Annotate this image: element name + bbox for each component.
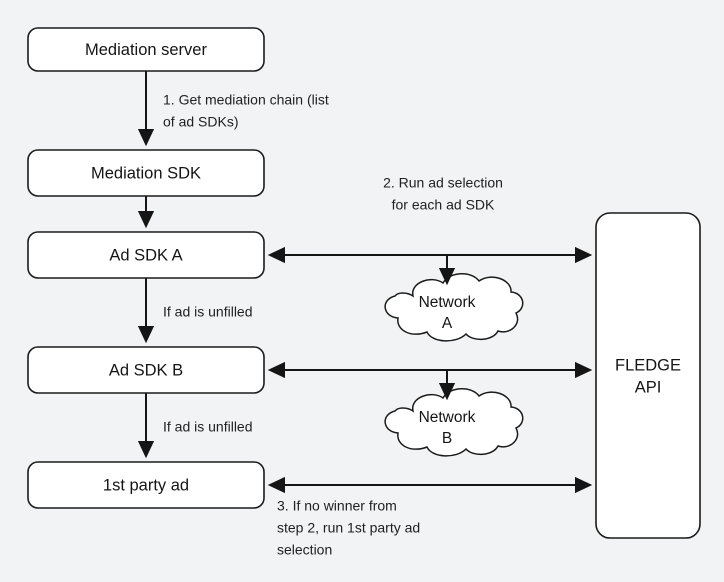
node-network-a-cloud[interactable]: Network A: [384, 273, 524, 342]
node-network-a-label-line2: A: [442, 315, 453, 332]
node-fledge-api-label-line2: API: [635, 378, 662, 396]
node-first-party-ad-label: 1st party ad: [103, 476, 189, 494]
edge-label-step3: 3. If no winner from step 2, run 1st par…: [277, 498, 420, 558]
node-network-b-cloud[interactable]: Network B: [384, 388, 524, 457]
node-first-party-ad[interactable]: 1st party ad: [27, 461, 265, 509]
edge-label-step2-line2: for each ad SDK: [392, 197, 495, 213]
node-ad-sdk-b-label: Ad SDK B: [109, 361, 183, 379]
node-network-a-cloud-shape: [384, 273, 524, 342]
edge-label-step2-line1: 2. Run ad selection: [383, 175, 503, 191]
edge-label-step3-line3: selection: [277, 542, 332, 558]
node-first-party-ad-shape: [27, 461, 265, 509]
edge-label-step1-line2: of ad SDKs): [163, 114, 238, 130]
node-network-b-label-line1: Network: [419, 409, 476, 426]
edge-label-step1: 1. Get mediation chain (list of ad SDKs): [163, 92, 329, 130]
node-fledge-api[interactable]: FLEDGE API: [595, 212, 701, 539]
node-network-b-label-line2: B: [442, 430, 452, 447]
node-mediation-server[interactable]: Mediation server: [27, 27, 265, 72]
node-mediation-sdk[interactable]: Mediation SDK: [27, 149, 265, 197]
node-mediation-sdk-label: Mediation SDK: [91, 164, 201, 182]
edge-label-step1-line1: 1. Get mediation chain (list: [163, 92, 329, 108]
node-mediation-server-label: Mediation server: [85, 41, 207, 59]
node-network-a-label-line1: Network: [419, 294, 476, 311]
edge-label-step3-line1: 3. If no winner from: [277, 498, 397, 514]
node-fledge-api-shape: [595, 212, 701, 539]
node-ad-sdk-a[interactable]: Ad SDK A: [27, 231, 265, 279]
edge-label-step3-line2: step 2, run 1st party ad: [277, 520, 420, 536]
node-ad-sdk-a-label: Ad SDK A: [109, 246, 182, 264]
edge-label-unfilled-a: If ad is unfilled: [163, 304, 253, 320]
edge-label-step2: 2. Run ad selection for each ad SDK: [383, 175, 503, 213]
node-network-b-cloud-shape: [384, 388, 524, 457]
node-ad-sdk-b[interactable]: Ad SDK B: [27, 346, 265, 394]
node-fledge-api-label-line1: FLEDGE: [615, 356, 681, 374]
edge-label-unfilled-b: If ad is unfilled: [163, 419, 253, 435]
